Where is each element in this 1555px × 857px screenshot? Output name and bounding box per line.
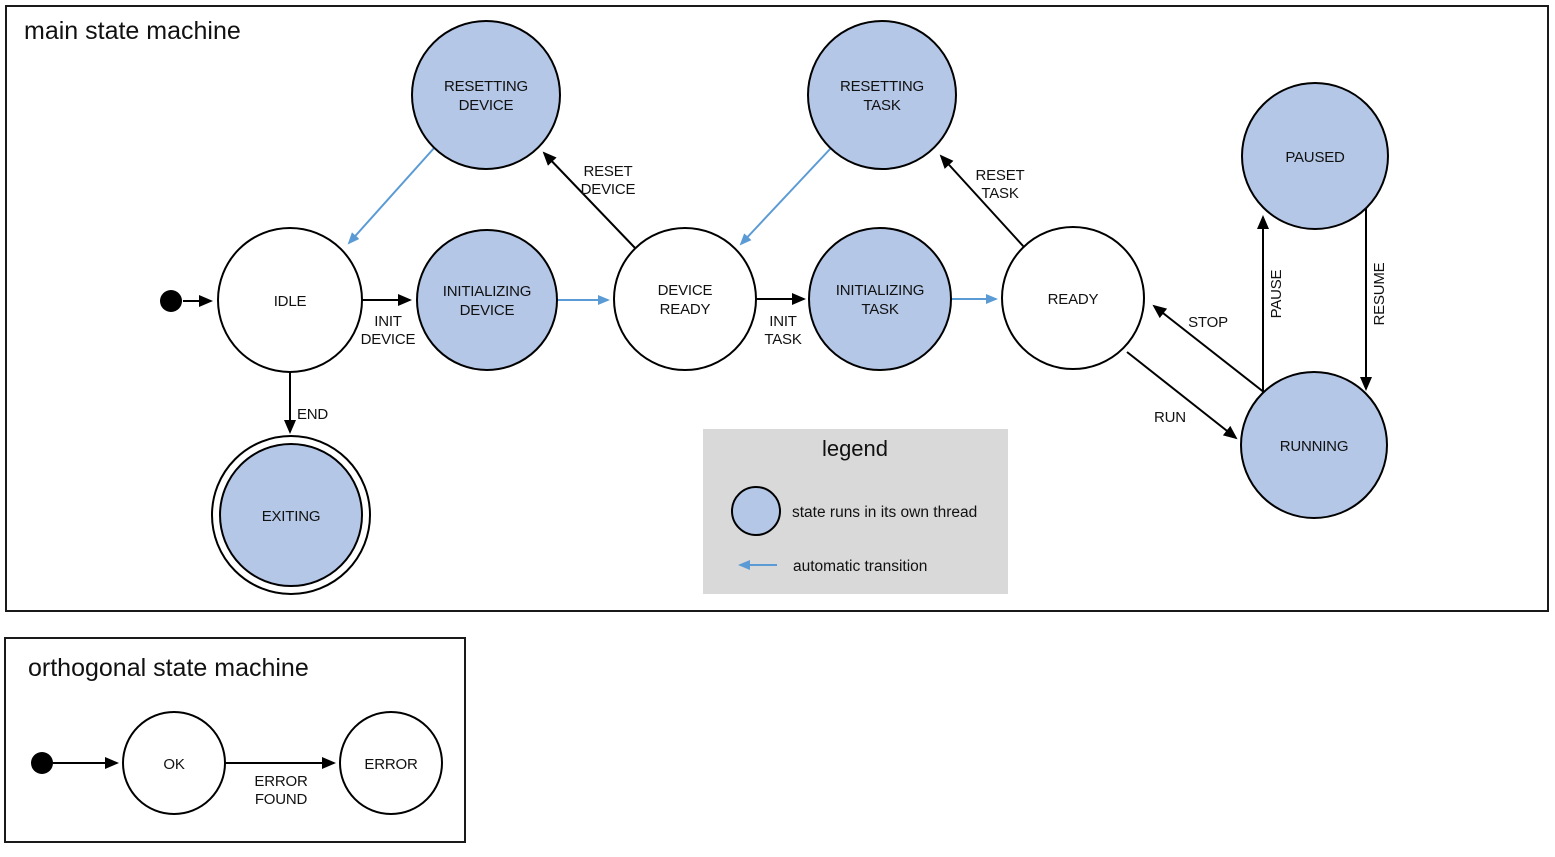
transition-run-line xyxy=(1126,351,1238,440)
state-device-ready: DEVICE READY xyxy=(613,227,757,371)
state-ok-circle xyxy=(122,711,226,815)
state-initializing-device-circle xyxy=(416,229,558,371)
state-device-ready-circle xyxy=(613,227,757,371)
state-ready-label: READY xyxy=(1048,291,1099,308)
legend-item-threaded-label: state runs in its own thread xyxy=(792,504,977,521)
state-device-ready-label-line2: READY xyxy=(660,301,711,318)
transition-stop-line xyxy=(1152,304,1266,394)
transition-init-device-label-line1: INIT xyxy=(374,313,402,330)
state-ready-circle xyxy=(1001,226,1145,370)
transition-reset-device-label-line1: RESET xyxy=(583,163,632,180)
state-ok-label: OK xyxy=(163,756,184,773)
initial-state-dot xyxy=(160,290,182,312)
state-idle: IDLE xyxy=(217,227,363,373)
transition-reset-task-label-line2: TASK xyxy=(981,185,1018,202)
orthogonal-initial-state-dot xyxy=(31,752,53,774)
state-resetting-task-circle xyxy=(807,20,957,170)
transition-auto-resetdev-to-idle-line xyxy=(347,146,436,245)
state-resetting-device-label-line1: RESETTING xyxy=(444,78,528,95)
state-error-circle xyxy=(339,711,443,815)
threaded-state-circle-icon xyxy=(731,486,781,536)
state-resetting-task-label-line1: RESETTING xyxy=(840,78,924,95)
transition-reset-device-line xyxy=(542,151,637,250)
state-paused-label: PAUSED xyxy=(1285,149,1345,166)
state-resetting-device-label-line2: DEVICE xyxy=(459,97,514,114)
transition-reset-task-line xyxy=(939,154,1025,248)
state-initializing-task-label-line2: TASK xyxy=(861,301,898,318)
legend-title: legend xyxy=(822,436,888,461)
transition-auto-resettask-to-devready-line xyxy=(739,147,832,246)
state-exiting-label: EXITING xyxy=(262,508,321,525)
state-running: RUNNING xyxy=(1240,371,1388,519)
main-state-machine: main state machine INIT DEVICE RESET DEV… xyxy=(5,5,1549,612)
transition-pause-label: PAUSE xyxy=(1268,269,1285,318)
state-initializing-device: INITIALIZING DEVICE xyxy=(416,229,558,371)
main-machine-title: main state machine xyxy=(24,17,241,45)
orthogonal-state-machine: orthogonal state machine ERROR FOUND OK … xyxy=(4,637,466,843)
state-initializing-task-label-line1: INITIALIZING xyxy=(836,282,924,299)
state-idle-circle xyxy=(217,227,363,373)
transition-reset-task-label-line1: RESET xyxy=(975,167,1024,184)
state-ok: OK xyxy=(122,711,226,815)
state-paused: PAUSED xyxy=(1241,82,1389,230)
transition-resume-label: RESUME xyxy=(1371,262,1388,325)
state-error: ERROR xyxy=(339,711,443,815)
state-running-circle xyxy=(1240,371,1388,519)
transition-init-device-label-line2: DEVICE xyxy=(361,331,416,348)
transition-error-found-label-line1: ERROR xyxy=(254,773,308,790)
state-resetting-device-circle xyxy=(411,20,561,170)
legend: legend state runs in its own thread auto… xyxy=(703,429,1008,594)
legend-item-auto-label: automatic transition xyxy=(793,558,927,575)
state-running-label: RUNNING xyxy=(1280,438,1349,455)
state-ready: READY xyxy=(1001,226,1145,370)
state-exiting-circle xyxy=(219,443,363,587)
orthogonal-machine-title: orthogonal state machine xyxy=(28,654,309,682)
state-initializing-task-circle xyxy=(808,227,952,371)
state-resetting-device: RESETTING DEVICE xyxy=(411,20,561,170)
state-exiting-final: EXITING xyxy=(211,435,371,595)
transition-init-task-label-line2: TASK xyxy=(764,331,801,348)
transition-error-found-label-line2: FOUND xyxy=(255,791,308,808)
transition-run-label: RUN xyxy=(1154,409,1186,426)
state-resetting-task: RESETTING TASK xyxy=(807,20,957,170)
state-device-ready-label-line1: DEVICE xyxy=(658,282,713,299)
state-initializing-device-label-line1: INITIALIZING xyxy=(443,283,531,300)
transition-init-task-label-line1: INIT xyxy=(769,313,797,330)
state-error-label: ERROR xyxy=(364,756,418,773)
transition-end-label: END xyxy=(297,406,328,423)
state-initializing-device-label-line2: DEVICE xyxy=(460,302,515,319)
state-resetting-task-label-line2: TASK xyxy=(863,97,900,114)
state-initializing-task: INITIALIZING TASK xyxy=(808,227,952,371)
transition-reset-device-label-line2: DEVICE xyxy=(581,181,636,198)
state-idle-label: IDLE xyxy=(274,293,307,310)
state-paused-circle xyxy=(1241,82,1389,230)
transition-stop-label: STOP xyxy=(1188,314,1228,331)
